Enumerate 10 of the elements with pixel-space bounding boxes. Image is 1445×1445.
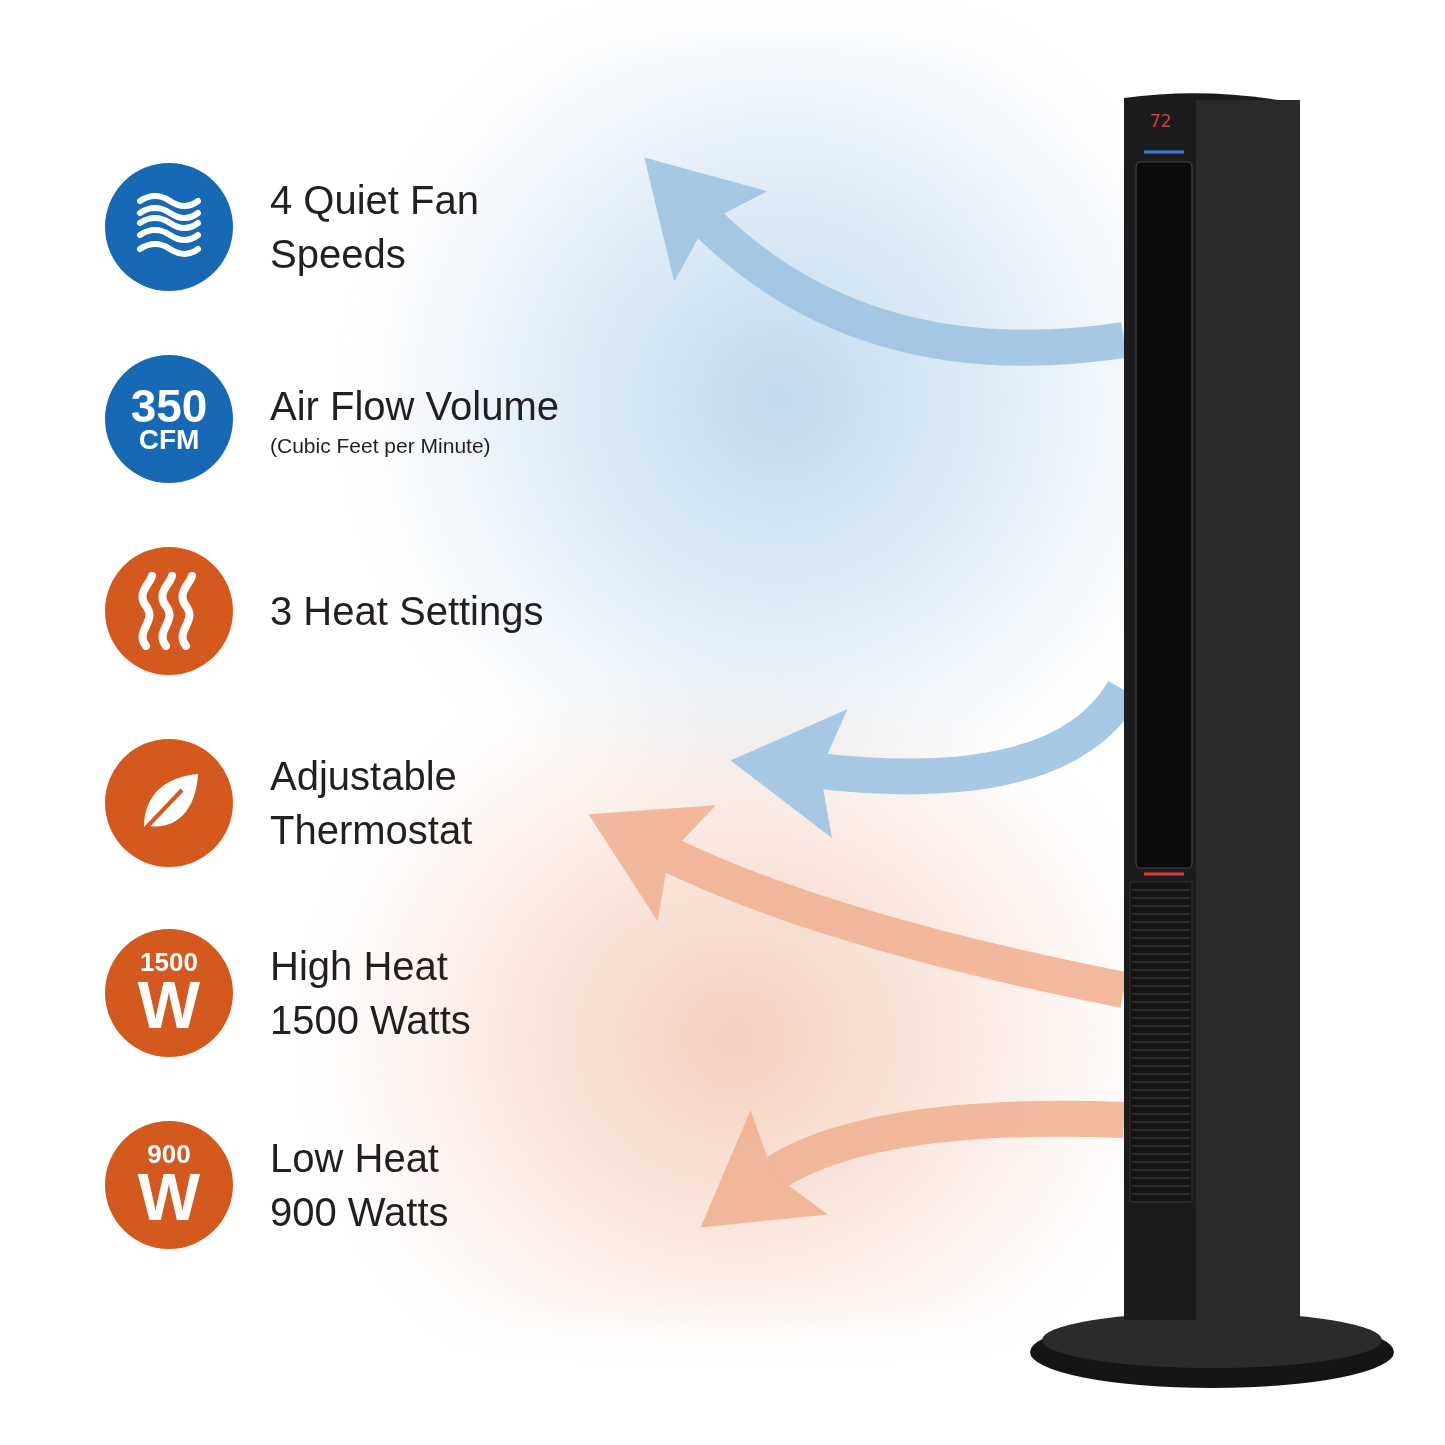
feature-title: Adjustable Thermostat (270, 753, 474, 854)
icon-circle: 1500 W (105, 929, 233, 1057)
feature-title: 4 Quiet Fan Speeds (270, 177, 480, 278)
feature-title: High Heat 1500 Watts (270, 943, 472, 1044)
feature-title: 3 Heat Settings (270, 588, 545, 635)
feature-title: Air Flow Volume (270, 383, 560, 430)
feature-title: Low Heat 900 Watts (270, 1135, 450, 1236)
feature-note: (Cubic Feet per Minute) (270, 433, 492, 459)
icon-circle: 350 CFM (105, 355, 233, 483)
icon-circle: 900 W (105, 1121, 233, 1249)
